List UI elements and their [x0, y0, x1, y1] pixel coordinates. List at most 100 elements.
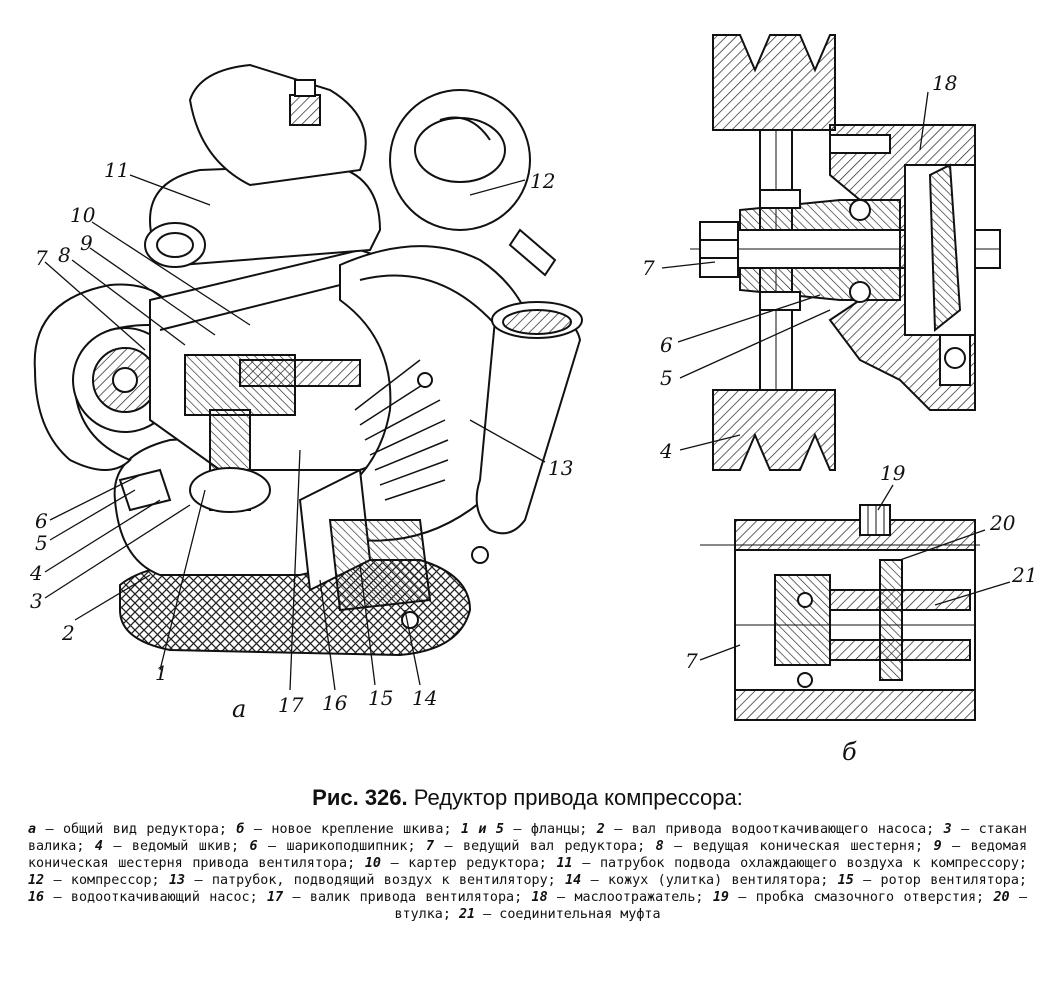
technical-drawing: 1 2 3 4 5 6 7 8 9 10 11 12 13 14 15 16 1… — [29, 34, 1037, 766]
legend: а — общий вид редуктора; б — новое крепл… — [22, 821, 1033, 923]
legend-key: 2 — [596, 822, 605, 837]
legend-key: 13 — [168, 873, 186, 888]
callout-16: 16 — [322, 691, 348, 715]
callout-numbers-a: 1 2 3 4 5 6 7 8 9 10 11 12 13 14 15 16 1… — [29, 158, 573, 723]
legend-text: — фланцы; — [504, 822, 597, 837]
view-b-pulley-section — [690, 34, 1001, 471]
view-b-coupling-section — [700, 504, 980, 721]
legend-key: 1 и 5 — [460, 822, 504, 837]
legend-entry: 15 — ротор вентилятора; — [838, 873, 1027, 888]
callout-b2-21: 21 — [1011, 563, 1037, 587]
callout-leaders-a — [44, 174, 546, 691]
legend-entry: 8 — ведущая коническая шестерня; — [656, 839, 934, 854]
callout-b2-19: 19 — [880, 461, 906, 485]
legend-key: 9 — [933, 839, 942, 854]
legend-key: 18 — [531, 890, 548, 905]
callout-14: 14 — [412, 686, 437, 710]
legend-key: 16 — [28, 890, 45, 905]
legend-entry: 3 — стакан валика; — [28, 822, 1027, 854]
callout-13: 13 — [548, 456, 573, 480]
caption-title: Рис. 326. Редуктор привода компрессора: — [22, 785, 1033, 811]
legend-text: — водооткачивающий насос; — [44, 890, 268, 905]
legend-entry: 12 — компрессор; — [28, 873, 169, 888]
callout-b-7: 7 — [642, 256, 655, 280]
callout-b-6: 6 — [660, 333, 673, 357]
legend-entry: 14 — кожух (улитка) вентилятора; — [565, 873, 838, 888]
callout-numbers-b: 4 5 6 7 18 7 19 20 21 б — [642, 71, 1037, 766]
legend-key: 20 — [993, 890, 1010, 905]
legend-key: 3 — [943, 822, 952, 837]
legend-text: — пробка смазочного отверстия; — [728, 890, 994, 905]
legend-text: — втулка; — [394, 890, 1028, 922]
callout-b-18: 18 — [932, 71, 957, 95]
legend-entry: 11 — патрубок подвода охлаждающего возду… — [557, 856, 1028, 871]
legend-key: 4 — [94, 839, 103, 854]
legend-text: — ротор вентилятора; — [853, 873, 1027, 888]
legend-text: — стакан валика; — [28, 822, 1027, 854]
callout-1: 1 — [155, 661, 168, 685]
legend-entry: 17 — валик привода вентилятора; — [267, 890, 532, 905]
legend-key: 6 — [249, 839, 258, 854]
callout-b2-7: 7 — [685, 649, 698, 673]
legend-key: 7 — [426, 839, 435, 854]
callout-leaders-b-top — [661, 91, 929, 451]
legend-text: — компрессор; — [44, 873, 169, 888]
view-a-assembly — [33, 63, 583, 657]
callout-b2-20: 20 — [989, 511, 1016, 535]
legend-text: — ведомый шкив; — [102, 839, 250, 854]
legend-entry: 13 — патрубок, подводящий воздух к венти… — [169, 873, 565, 888]
callout-17: 17 — [278, 693, 304, 717]
figure-number: Рис. 326. — [312, 785, 408, 810]
callout-b-4: 4 — [659, 439, 673, 463]
legend-entry: а — общий вид редуктора; — [28, 822, 236, 837]
legend-entry: 6 — шарикоподшипник; — [250, 839, 426, 854]
legend-entry: 1 и 5 — фланцы; — [461, 822, 597, 837]
legend-text: — соединительная муфта — [475, 907, 661, 922]
callout-15: 15 — [368, 686, 393, 710]
legend-text: — ведущий вал редуктора; — [434, 839, 656, 854]
legend-entry: 2 — вал привода водооткачивающего насоса… — [597, 822, 944, 837]
callout-11: 11 — [104, 158, 129, 182]
callout-9: 9 — [80, 231, 93, 255]
legend-text: — картер редуктора; — [380, 856, 557, 871]
callout-3: 3 — [30, 589, 43, 613]
callout-12: 12 — [530, 169, 555, 193]
legend-text: — шарикоподшипник; — [257, 839, 426, 854]
legend-key: 11 — [556, 856, 573, 871]
callout-5: 5 — [35, 531, 48, 555]
legend-key: 10 — [364, 856, 381, 871]
legend-text: — патрубок подвода охлаждающего воздуха … — [572, 856, 1027, 871]
view-b-label: б — [842, 738, 857, 766]
legend-key: 19 — [712, 890, 729, 905]
legend-entry: 7 — ведущий вал редуктора; — [426, 839, 656, 854]
callout-8: 8 — [58, 243, 71, 267]
legend-text: — маслоотражатель; — [547, 890, 713, 905]
legend-text: — ведущая коническая шестерня; — [663, 839, 934, 854]
callout-b-5: 5 — [660, 366, 673, 390]
legend-text: — кожух (улитка) вентилятора; — [581, 873, 838, 888]
legend-text: — общий вид редуктора; — [36, 822, 237, 837]
legend-text: — валик привода вентилятора; — [283, 890, 532, 905]
view-a-label: а — [232, 695, 246, 723]
legend-entry: 18 — маслоотражатель; — [532, 890, 713, 905]
callout-2: 2 — [61, 621, 75, 645]
legend-entry: 21 — соединительная муфта — [459, 907, 661, 922]
legend-key: а — [28, 822, 37, 837]
legend-text: — ведомая коническая шестерня привода ве… — [28, 839, 1028, 871]
legend-entry: 16 — водооткачивающий насос; — [28, 890, 267, 905]
legend-entry: 20 — втулка; — [394, 890, 1027, 922]
legend-key: 8 — [655, 839, 664, 854]
legend-entry: 4 — ведомый шкив; — [95, 839, 250, 854]
legend-key: 12 — [28, 873, 45, 888]
legend-key: б — [236, 822, 245, 837]
legend-key: 14 — [565, 873, 582, 888]
legend-key: 15 — [837, 873, 854, 888]
callout-4: 4 — [29, 561, 43, 585]
legend-key: 21 — [458, 907, 476, 922]
legend-text: — новое крепление шкива; — [244, 822, 461, 837]
legend-entry: б — новое крепление шкива; — [236, 822, 461, 837]
figure-title: Редуктор привода компрессора: — [413, 785, 743, 810]
legend-text: — вал привода водооткачивающего насоса; — [604, 822, 944, 837]
legend-text: — патрубок, подводящий воздух к вентилят… — [185, 873, 566, 888]
legend-entry: 19 — пробка смазочного отверстия; — [713, 890, 994, 905]
